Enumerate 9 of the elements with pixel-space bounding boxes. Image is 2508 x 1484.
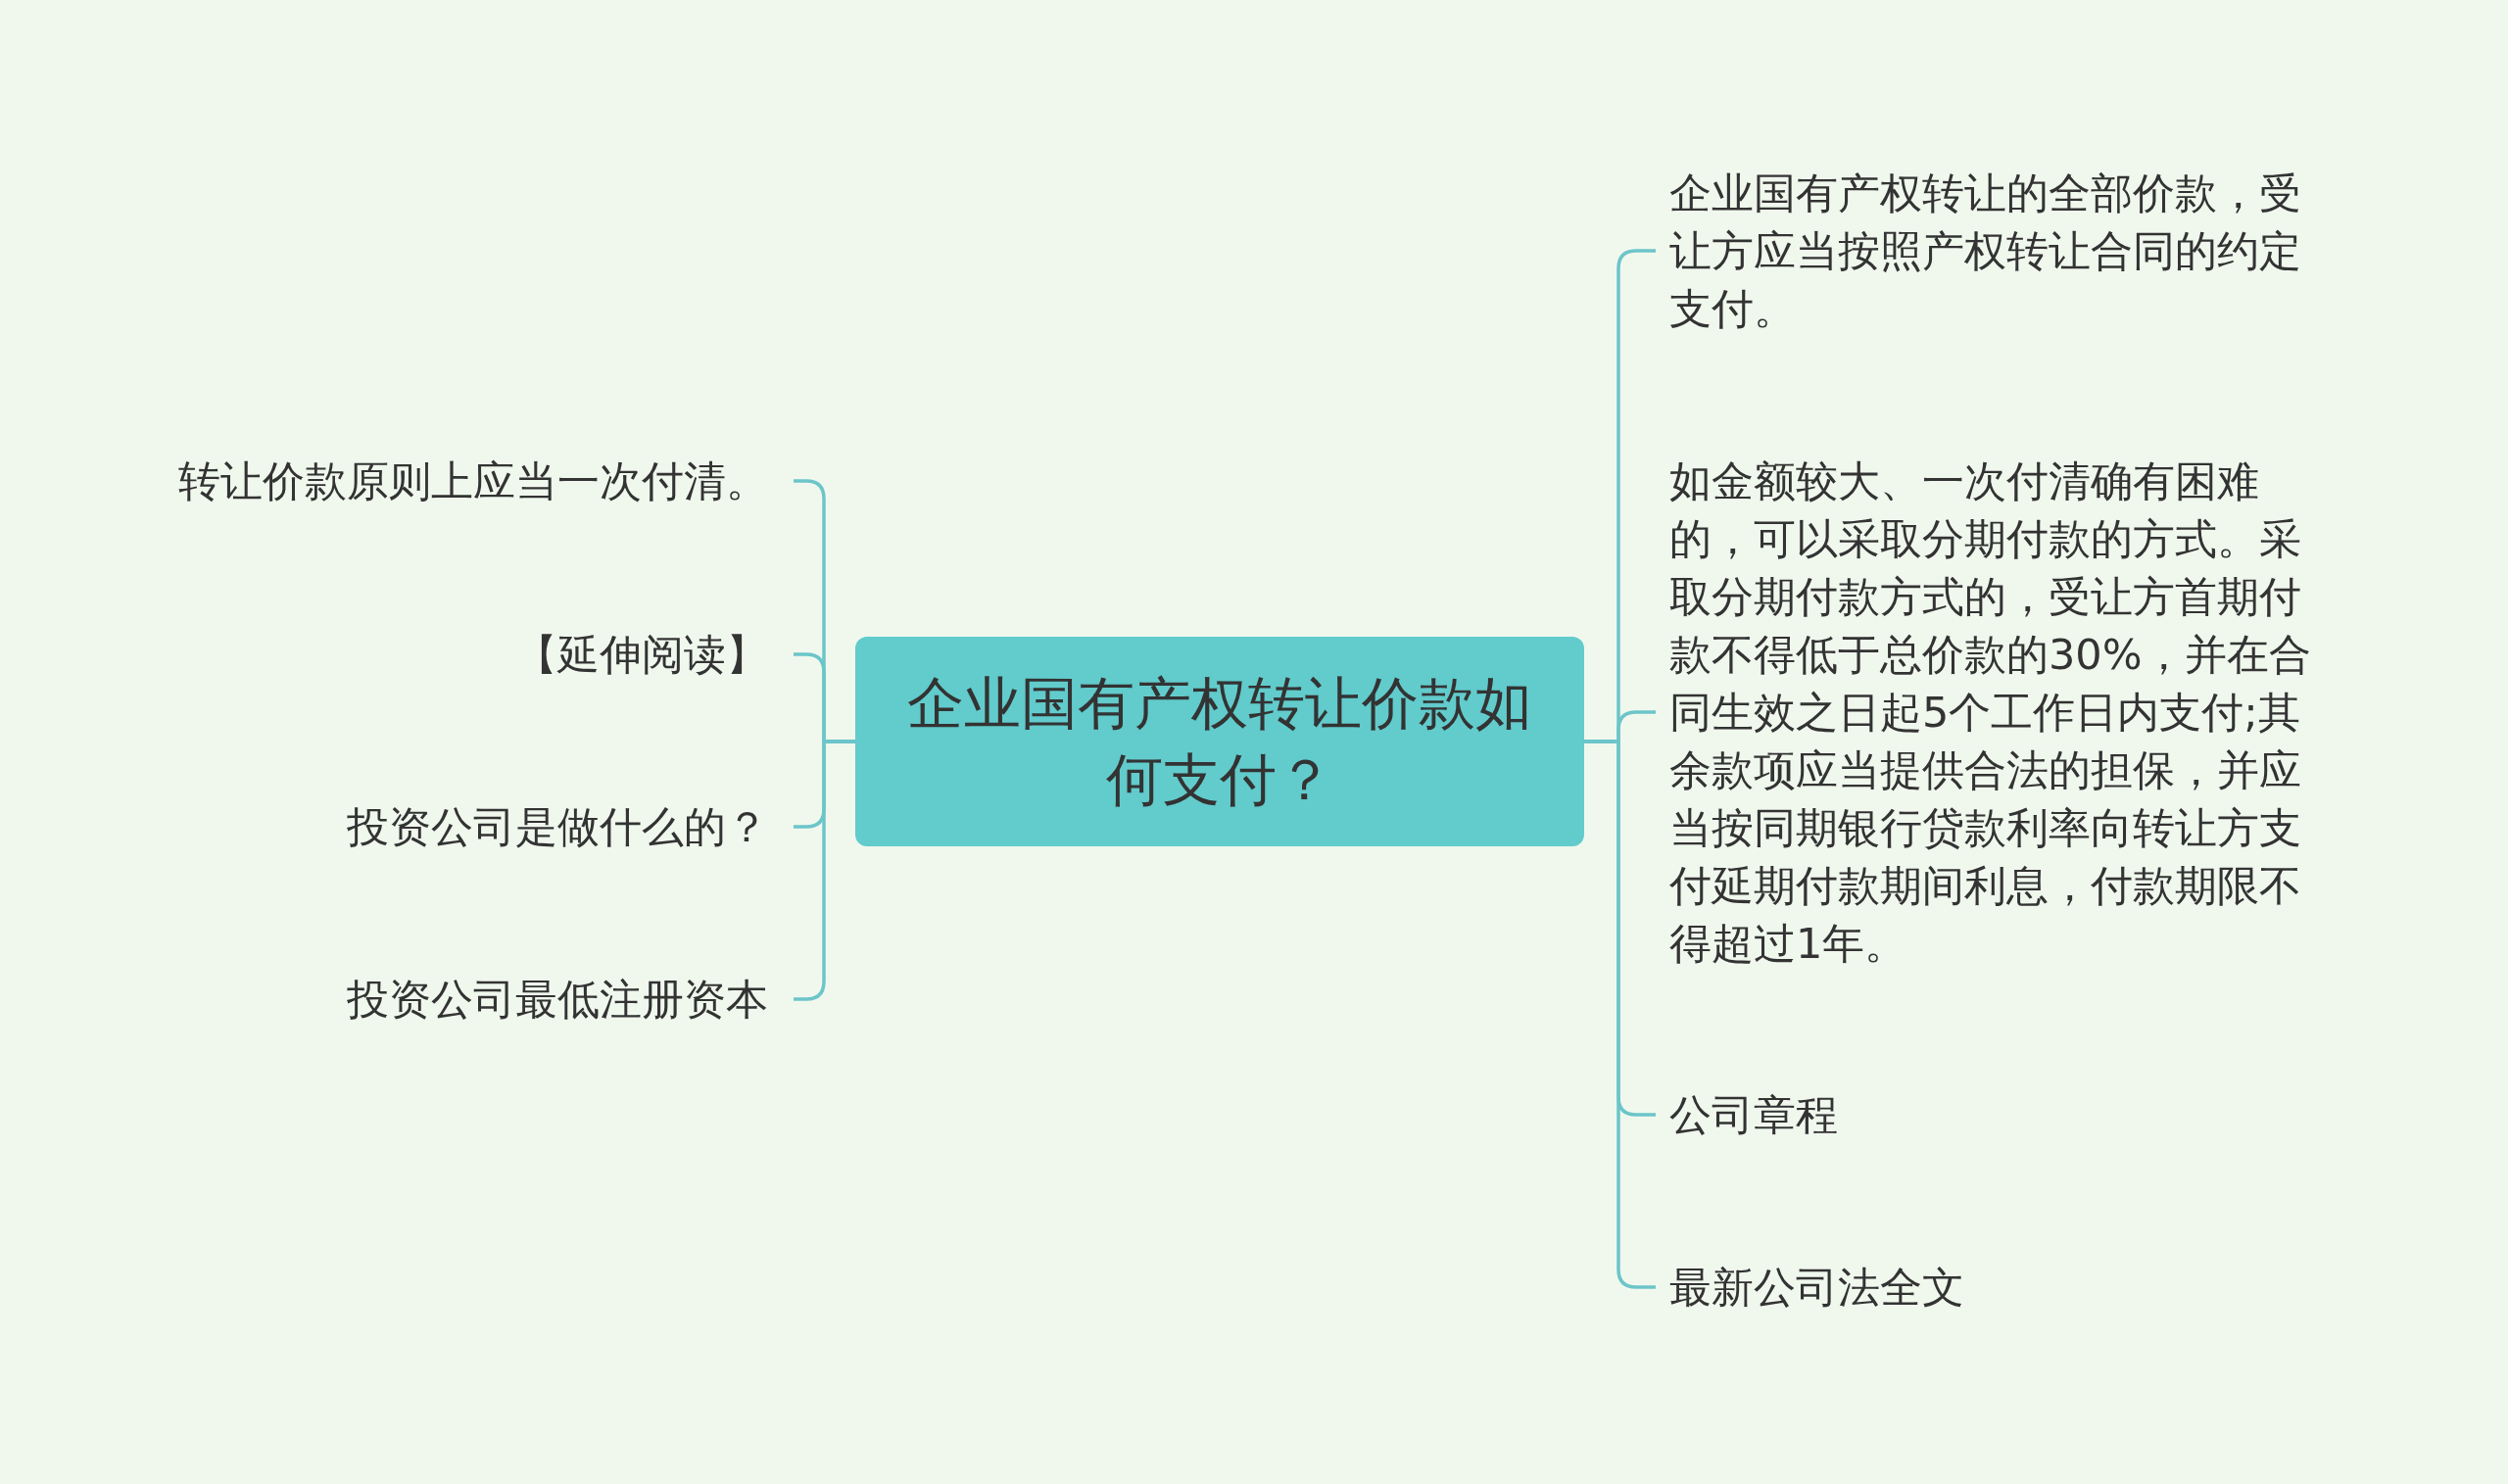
branch-text: 最新公司法全文 <box>1656 1258 2243 1316</box>
branch-text: 企业国有产权转让的全部价款，受让方应当按照产权转让合同的约定支付。 <box>1656 164 2341 338</box>
topic-box: 企业国有产权转让价款如何支付？ <box>855 637 1584 846</box>
branch-text: 投资公司是做什么的？ <box>206 797 794 856</box>
branch-text: 【延伸阅读】 <box>304 625 794 684</box>
branch-text: 如金额较大、一次付清确有困难的，可以采取分期付款的方式。采取分期付款方式的，受让方首期付款不得低于总价款的30%，并在合同生效之日起5个工作日内支付;其余款项应当提供合法的担保，并应当按同期银行贷款利率向转让方支付延期付款期间利息，付款期限不得超过1年。 <box>1656 452 2341 973</box>
branch-text: 转让价款原则上应当一次付清。 <box>49 452 794 510</box>
branch-text: 公司章程 <box>1656 1085 2146 1144</box>
branch-text: 投资公司最低注册资本 <box>206 970 794 1029</box>
